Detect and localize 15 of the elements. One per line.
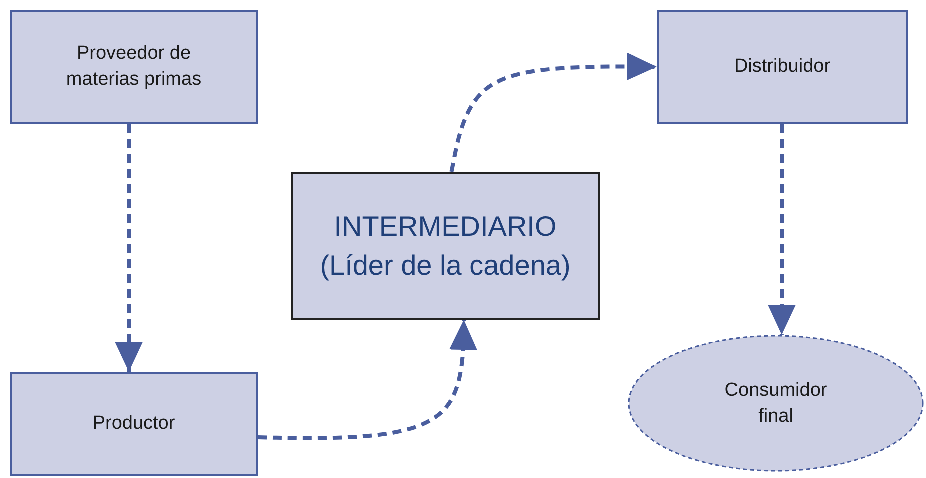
ellipse-node [628,335,924,472]
node-label: INTERMEDIARIO [334,210,557,244]
node-label: Consumidor final [724,378,828,428]
central-box [291,172,600,320]
dashed-arrow [115,124,144,372]
node-label: Productor [92,412,176,436]
dashed-arrow [258,320,478,440]
dashed-arrow [450,52,658,172]
dashed-arrow [768,124,796,335]
node-label: Proveedor de materias primas [65,42,203,92]
process-box [657,10,908,124]
node-label: Distribuidor [734,55,831,80]
process-box [10,372,258,476]
process-box [10,10,258,124]
node-label: (Líder de la cadena) [320,249,571,283]
